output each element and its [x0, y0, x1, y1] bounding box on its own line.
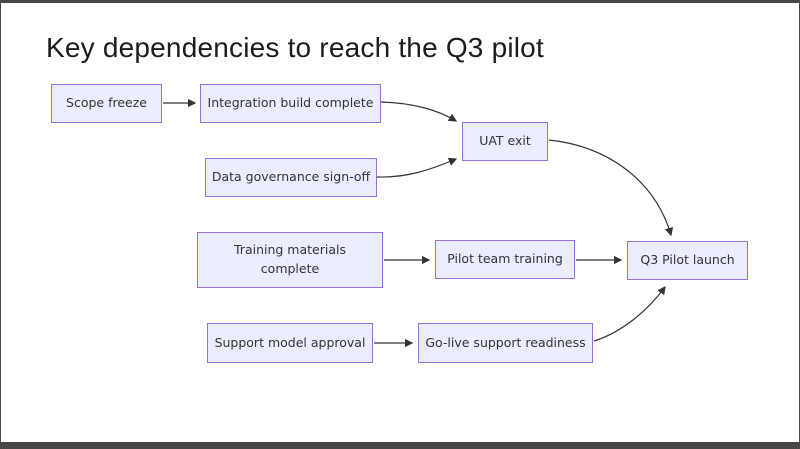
node-scope-freeze: Scope freeze — [51, 84, 162, 123]
node-training-materials-complete: Training materials complete — [197, 232, 383, 288]
node-label: Data governance sign-off — [211, 169, 371, 185]
node-go-live-support-readiness: Go-live support readiness — [418, 323, 593, 363]
node-label: UAT exit — [479, 133, 531, 149]
node-q3-pilot-launch: Q3 Pilot launch — [627, 241, 748, 280]
node-label: Pilot team training — [447, 251, 563, 267]
node-label: Go-live support readiness — [425, 334, 586, 350]
node-label: Q3 Pilot launch — [640, 252, 735, 268]
node-label: Support model approval — [214, 334, 366, 350]
page-title: Key dependencies to reach the Q3 pilot — [46, 32, 544, 63]
node-support-model-approval: Support model approval — [207, 323, 373, 363]
node-uat-exit: UAT exit — [462, 122, 548, 161]
node-label: Training materials complete — [234, 242, 346, 276]
node-pilot-team-training: Pilot team training — [435, 240, 575, 279]
node-label: Integration build complete — [207, 95, 374, 111]
node-label: Scope freeze — [66, 95, 147, 111]
node-integration-build-complete: Integration build complete — [200, 84, 381, 123]
node-data-governance-sign-off: Data governance sign-off — [205, 158, 377, 197]
slide-background — [1, 3, 799, 442]
